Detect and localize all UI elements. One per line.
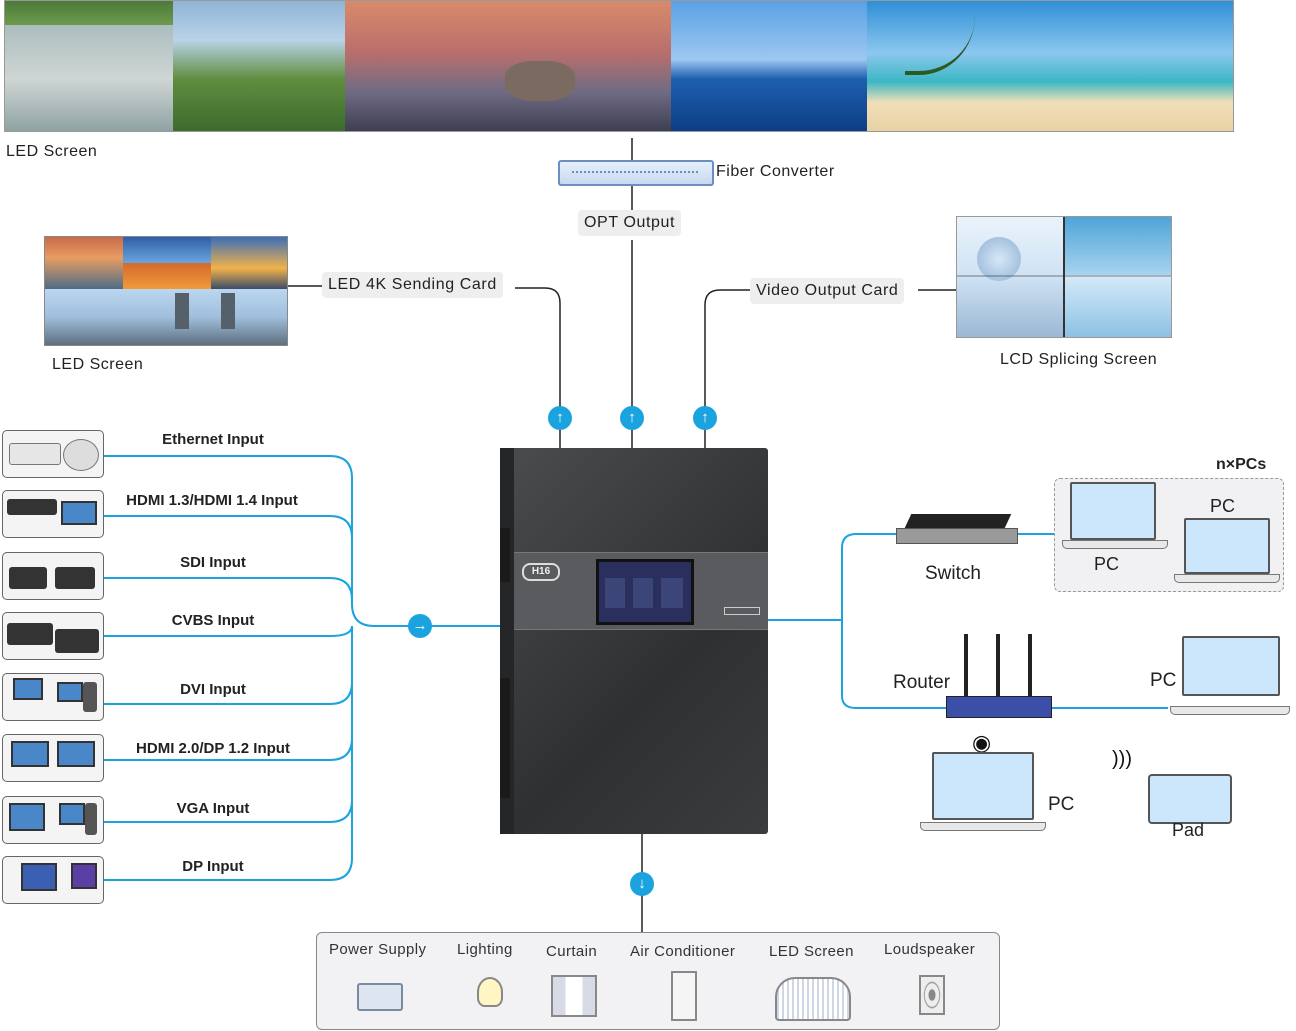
wifi-icon: ◉	[972, 730, 992, 755]
top-led-screen-label: LED Screen	[6, 143, 98, 160]
fiber-converter-label: Fiber Converter	[716, 163, 835, 180]
opt-output-label: OPT Output	[578, 210, 682, 236]
wireless-signal-icon: )))	[1112, 748, 1132, 770]
laptop-icon	[1184, 518, 1270, 574]
ip-camera-device	[2, 430, 104, 478]
control-devices-panel: Power Supply Lighting Curtain Air Condit…	[316, 932, 1000, 1030]
front-panel: H16	[514, 552, 768, 630]
switch-label: Switch	[925, 563, 981, 584]
laptop-icon	[1070, 482, 1156, 540]
touch-screen[interactable]	[596, 559, 694, 625]
input-label-hdmi20-dp12: HDMI 2.0/DP 1.2 Input	[136, 740, 290, 757]
control-label-lighting: Lighting	[457, 941, 513, 958]
input-label-cvbs: CVBS Input	[171, 612, 255, 629]
model-badge: H16	[522, 563, 560, 581]
hdmi-device	[2, 490, 104, 538]
lcd-splicing-screen-image	[956, 216, 1172, 338]
input-label-dp: DP Input	[182, 858, 244, 875]
pc-group-label-2: PC	[1210, 496, 1236, 516]
light-bulb-icon	[477, 977, 503, 1007]
input-label-vga: VGA Input	[176, 800, 250, 817]
control-label-air-conditioner: Air Conditioner	[630, 943, 736, 960]
led-screen-icon	[775, 977, 851, 1021]
laptop-icon	[1182, 636, 1280, 696]
network-switch-icon	[896, 514, 1018, 544]
arrow-up-icon: ↑	[620, 406, 644, 430]
dvi-pc-device	[2, 673, 104, 721]
router-icon	[946, 634, 1052, 718]
router-pc-label: PC	[1150, 670, 1177, 691]
loudspeaker-icon	[919, 975, 945, 1015]
input-label-hdmi14: HDMI 1.3/HDMI 1.4 Input	[126, 492, 298, 509]
sdi-camera-device	[2, 552, 104, 600]
input-label-sdi: SDI Input	[180, 554, 246, 571]
air-conditioner-icon	[671, 971, 697, 1021]
hdmi2-laptop-device	[2, 734, 104, 782]
left-led-screen-image	[44, 236, 288, 346]
left-led-screen-label: LED Screen	[52, 356, 144, 373]
wifi-pc-label: PC	[1048, 794, 1075, 815]
control-label-curtain: Curtain	[546, 943, 598, 960]
video-output-card-label: Video Output Card	[750, 278, 905, 304]
control-label-loudspeaker: Loudspeaker	[884, 941, 976, 958]
lcd-splicing-screen-label: LCD Splicing Screen	[1000, 351, 1158, 368]
input-label-dvi: DVI Input	[180, 681, 246, 698]
dp-pc-device	[2, 856, 104, 904]
power-supply-icon	[357, 983, 403, 1011]
router-label: Router	[893, 672, 951, 693]
tablet-icon	[1148, 774, 1232, 824]
control-label-power: Power Supply	[329, 941, 427, 958]
arrow-up-icon: ↑	[548, 406, 572, 430]
cvbs-device	[2, 612, 104, 660]
control-label-led-screen: LED Screen	[769, 943, 854, 960]
video-processor-device: H16	[500, 448, 768, 834]
pad-label: Pad	[1172, 820, 1205, 840]
pc-group-label: n×PCs	[1216, 456, 1267, 473]
top-led-screen-image	[4, 0, 1234, 132]
arrow-right-icon: →	[408, 614, 432, 638]
laptop-icon	[932, 752, 1034, 820]
arrow-down-icon: ↓	[630, 872, 654, 896]
fiber-converter-icon	[558, 160, 714, 186]
curtain-icon	[551, 975, 597, 1017]
arrow-up-icon: ↑	[693, 406, 717, 430]
led-4k-sending-card-label: LED 4K Sending Card	[322, 272, 503, 298]
vga-pc-device	[2, 796, 104, 844]
input-label-ethernet: Ethernet Input	[162, 431, 264, 448]
pc-group-label-1: PC	[1094, 554, 1120, 574]
